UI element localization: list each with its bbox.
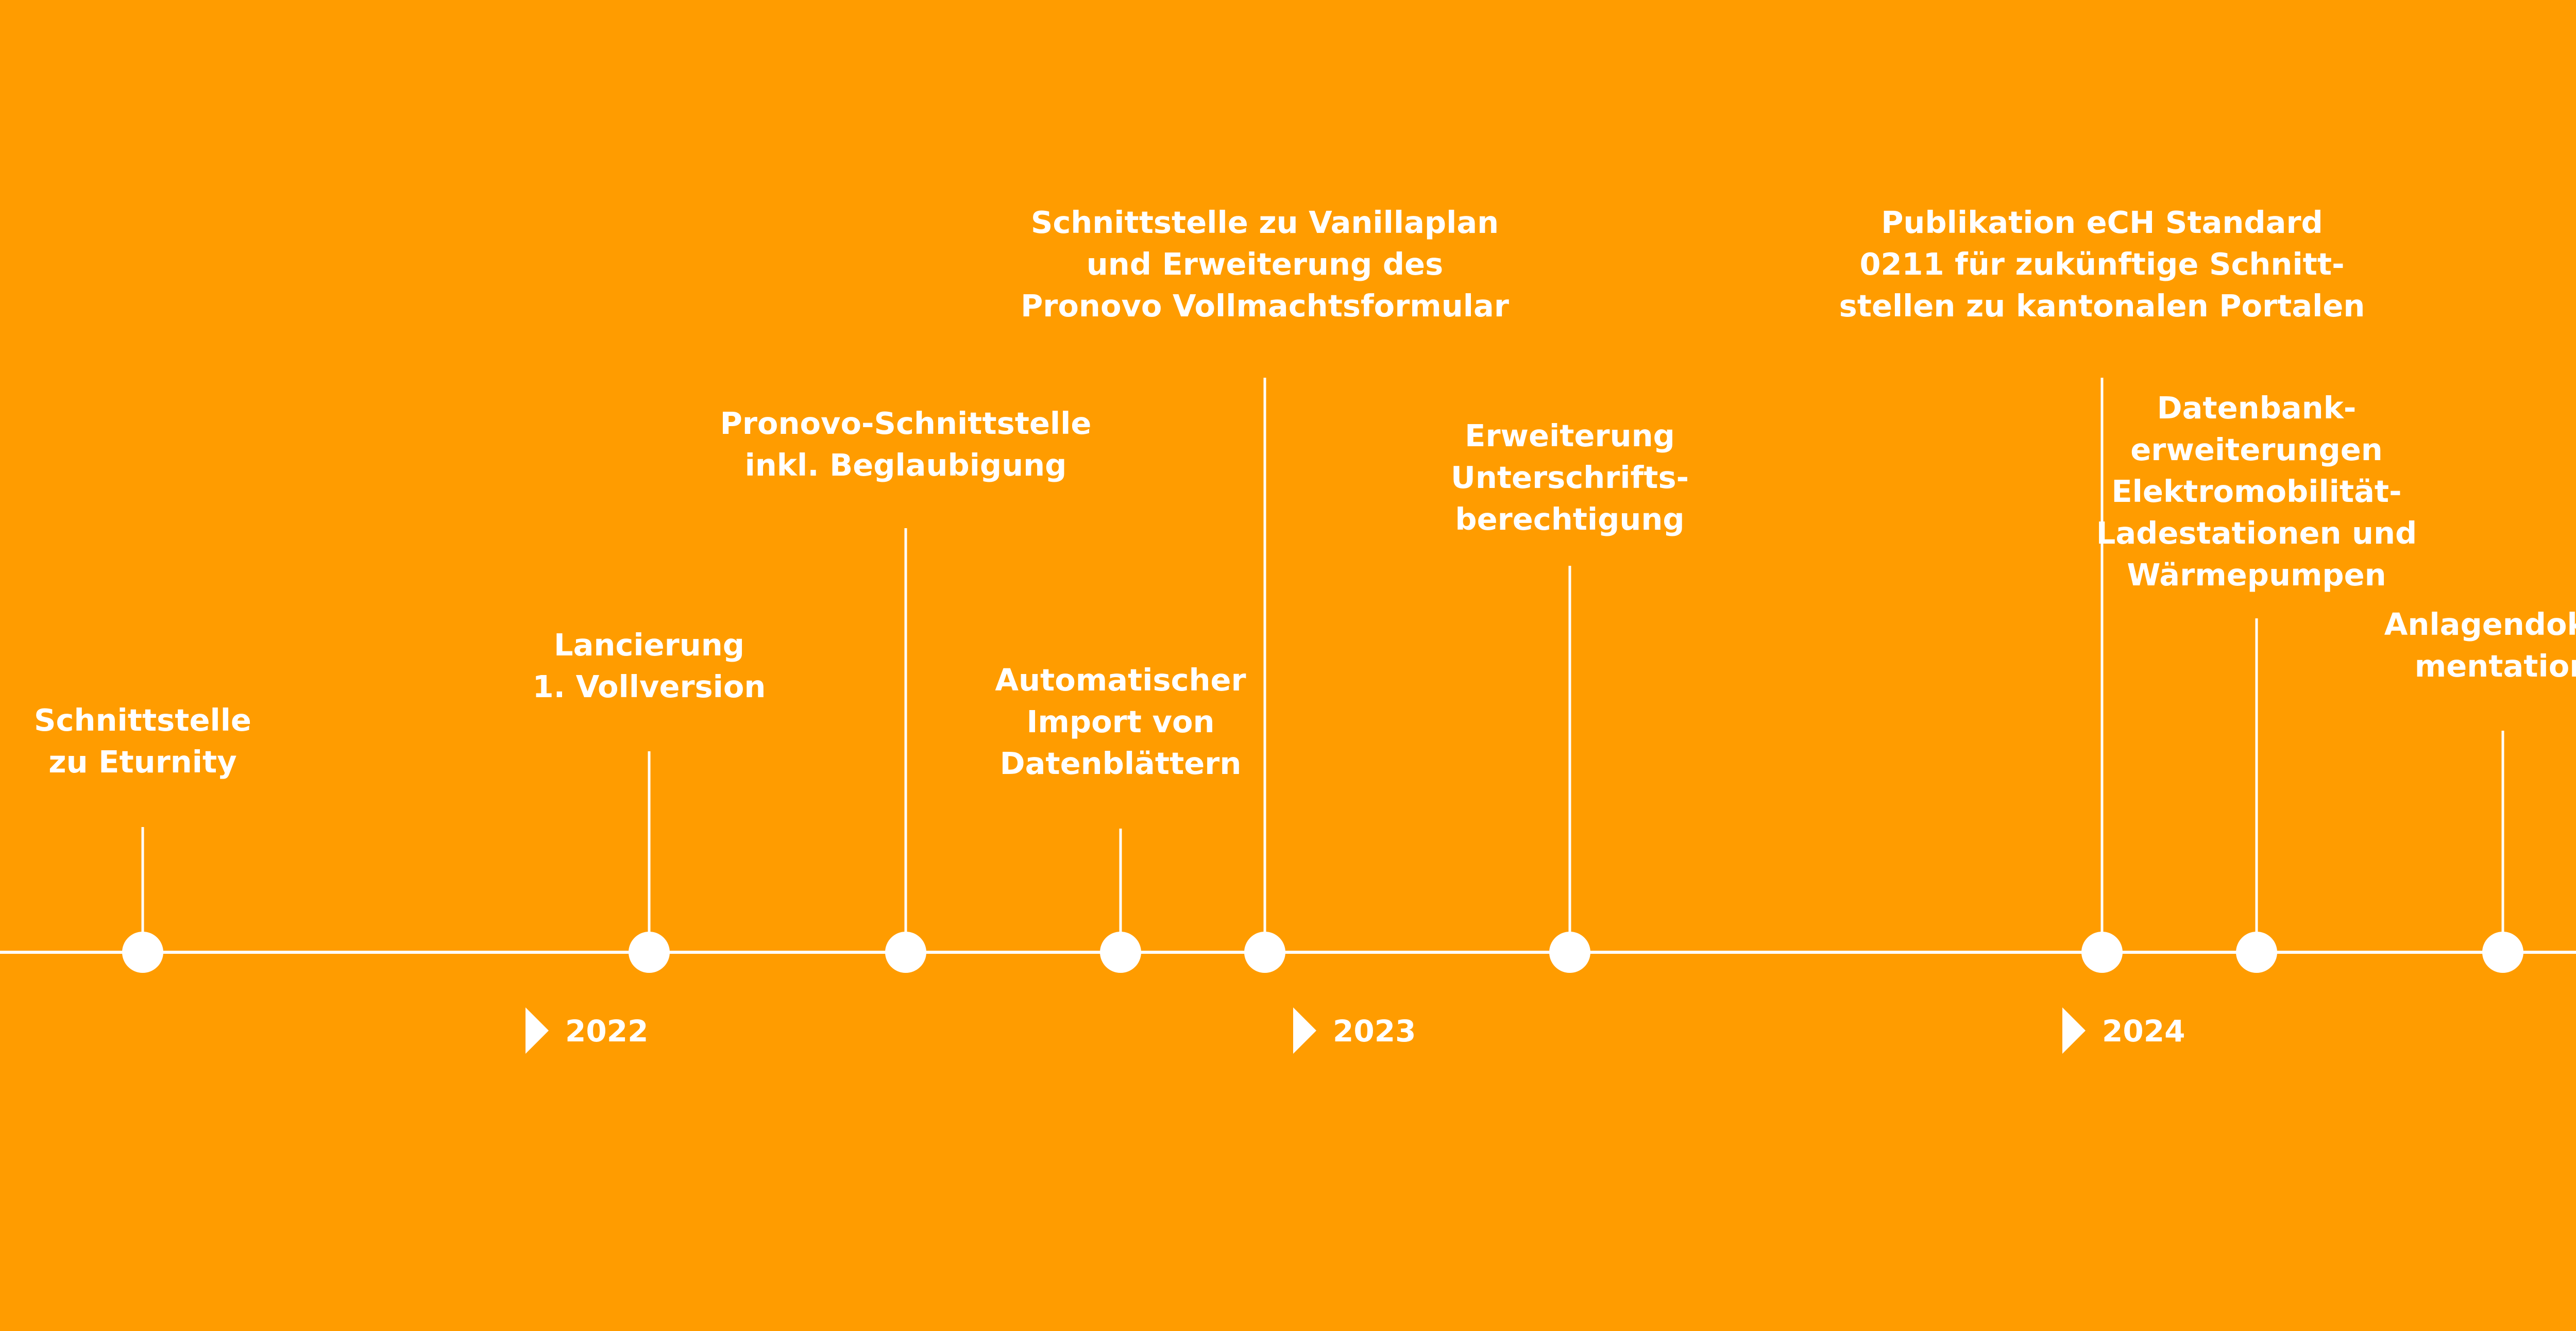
event-label-line: Ladestationen und — [2096, 515, 2417, 551]
event-marker — [885, 932, 926, 973]
timeline-event-pronovo: Pronovo-Schnittstelle inkl. Beglaubigung — [720, 406, 1092, 973]
year-label: 2022 — [565, 1014, 648, 1049]
event-marker — [2081, 932, 2123, 973]
event-label-line: zu Eturnity — [48, 744, 236, 780]
event-label-line: Lancierung — [554, 627, 744, 663]
event-marker — [1100, 932, 1141, 973]
event-label: Lancierung 1. Vollversion — [533, 627, 766, 704]
event-label: Schnittstelle zu Eturnity — [34, 702, 251, 780]
timeline-event-eturnity: Schnittstelle zu Eturnity — [34, 702, 251, 973]
event-marker — [2236, 932, 2277, 973]
event-label-line: Anlagendoku- — [2384, 606, 2576, 642]
event-label-line: Datenbank- — [2157, 390, 2357, 426]
year-marker-2022: 2022 — [526, 1007, 648, 1054]
event-label-line: erweiterungen — [2130, 432, 2382, 467]
play-triangle-icon — [1293, 1007, 1316, 1054]
event-label-line: Erweiterung — [1465, 418, 1675, 453]
event-label: Publikation eCH Standard 0211 für zukünft… — [1839, 205, 2365, 324]
event-marker — [2482, 932, 2523, 973]
event-label-line: Schnittstelle — [34, 702, 251, 738]
timeline-event-ech-standard: Publikation eCH Standard 0211 für zukünft… — [1839, 205, 2365, 973]
event-label-line: Datenblättern — [1000, 746, 1242, 781]
event-label: Schnittstelle zu Vanillaplan und Erweiter… — [1021, 205, 1509, 324]
event-label-line: und Erweiterung des — [1087, 246, 1443, 282]
event-label: Anlagendoku-mentation — [2384, 606, 2576, 684]
year-label: 2024 — [2102, 1014, 2185, 1049]
year-marker-2023: 2023 — [1293, 1007, 1416, 1054]
timeline-event-vollversion: Lancierung 1. Vollversion — [533, 627, 766, 973]
event-marker — [122, 932, 163, 973]
event-label-line: Publikation eCH Standard — [1881, 205, 2323, 240]
event-label-line: inkl. Beglaubigung — [745, 447, 1067, 483]
timeline-event-vanillaplan: Schnittstelle zu Vanillaplan und Erweiter… — [1021, 205, 1509, 973]
event-label: Pronovo-Schnittstelle inkl. Beglaubigung — [720, 406, 1092, 483]
event-label-line: Elektromobilität- — [2111, 474, 2401, 509]
event-label-line: Schnittstelle zu Vanillaplan — [1031, 205, 1499, 240]
event-label-line: Import von — [1026, 704, 1214, 739]
event-label-line: Unterschrifts- — [1451, 460, 1689, 495]
event-label-line: mentation — [2415, 648, 2576, 684]
year-label: 2023 — [1333, 1014, 1416, 1049]
event-marker — [1244, 932, 1285, 973]
timeline-event-anlagen: Anlagendoku-mentation — [2384, 606, 2576, 973]
event-label-line: Wärmepumpen — [2127, 557, 2386, 593]
event-label-line: stellen zu kantonalen Portalen — [1839, 288, 2365, 324]
event-marker — [629, 932, 670, 973]
event-label-line: Pronovo-Schnittstelle — [720, 406, 1092, 441]
event-label-line: 0211 für zukünftige Schnitt- — [1859, 246, 2344, 282]
year-marker-2024: 2024 — [2062, 1007, 2185, 1054]
event-marker — [1549, 932, 1590, 973]
play-triangle-icon — [526, 1007, 549, 1054]
event-label-line: berechtigung — [1455, 501, 1684, 537]
event-label-line: Automatischer — [995, 662, 1246, 698]
event-label-line: Pronovo Vollmachtsformular — [1021, 288, 1509, 324]
play-triangle-icon — [2062, 1007, 2086, 1054]
event-label-line: 1. Vollversion — [533, 669, 766, 704]
